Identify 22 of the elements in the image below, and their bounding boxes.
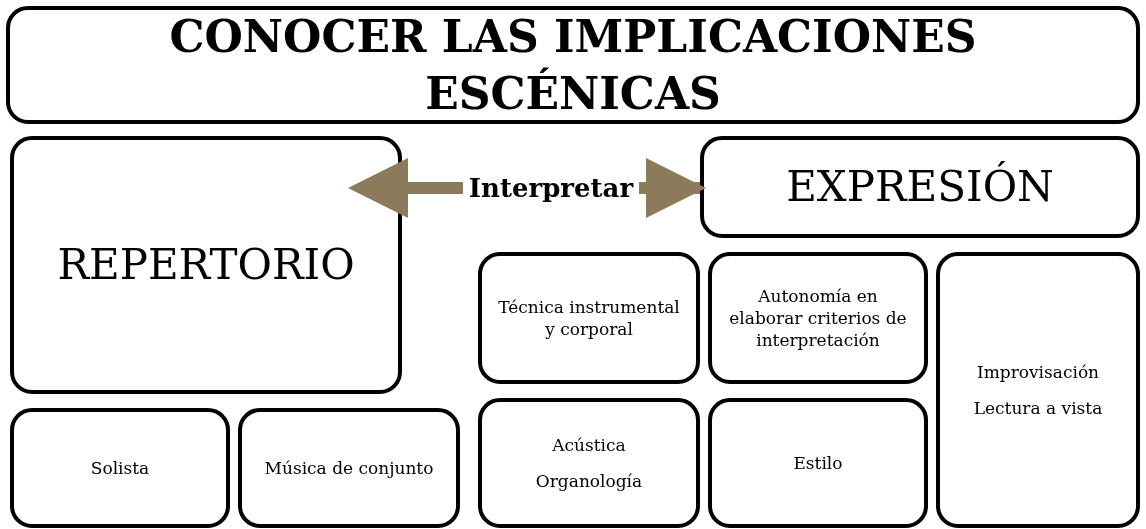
content-box [10, 136, 402, 394]
box-text: Organología [535, 470, 643, 493]
box-text: Técnica instrumental y corporal [497, 295, 681, 341]
box-text: Acústica [552, 433, 626, 456]
box-text: Autonomía en elaborar criterios de interpretación [728, 284, 908, 352]
content-box [936, 252, 1140, 528]
box-text: EXPRESIÓN [786, 160, 1054, 213]
content-box [708, 398, 928, 528]
title-box [6, 6, 1140, 124]
content-box [478, 398, 700, 528]
title-text: CONOCER LAS IMPLICACIONES ESCÉNICAS [168, 9, 978, 121]
box-text: Improvisación [976, 360, 1100, 383]
content-box [700, 136, 1140, 238]
box-text: Música de conjunto [264, 456, 434, 480]
content-box [238, 408, 460, 528]
box-text: REPERTORIO [57, 238, 355, 291]
box-text: Lectura a vista [973, 397, 1103, 420]
content-box [10, 408, 230, 528]
box-text: Solista [90, 456, 150, 480]
content-box [708, 252, 928, 384]
content-box [478, 252, 700, 384]
box-text: Estilo [793, 451, 843, 475]
